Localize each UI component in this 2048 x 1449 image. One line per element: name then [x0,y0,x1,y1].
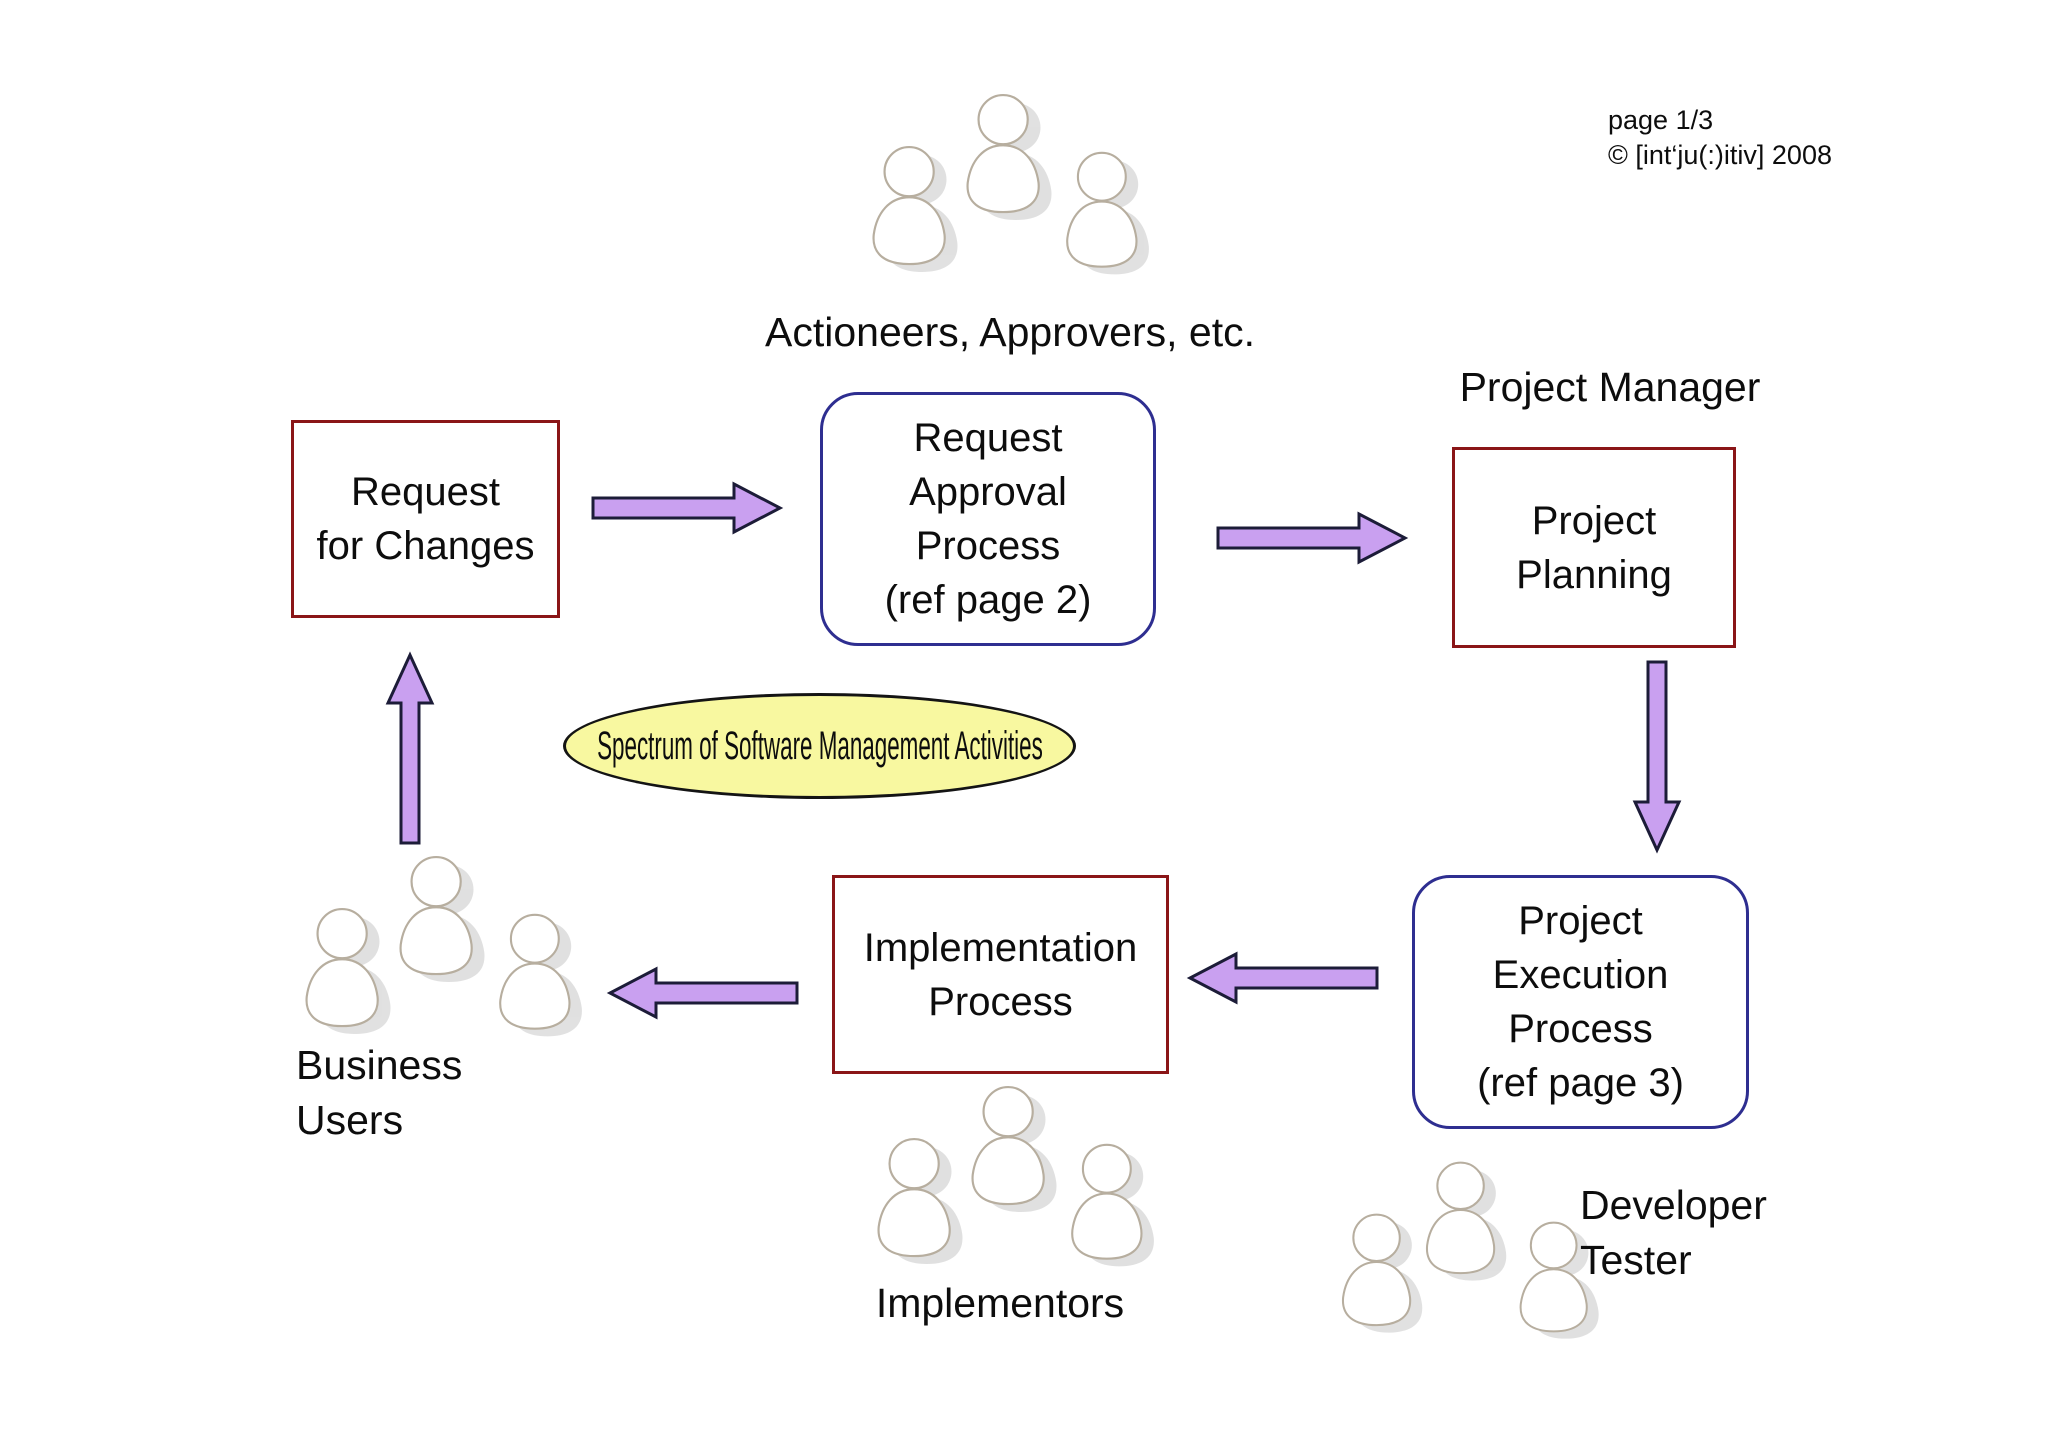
project-planning-node: Project Planning [1452,447,1736,648]
actioneers-label: Actioneers, Approvers, etc. [765,309,1255,355]
implementors-label: Implementors [875,1280,1125,1326]
arrow-business-users-to-request [385,651,435,845]
page-info: page 1/3 © [int‘ju(:)itiv] 2008 [1608,103,1832,173]
arrow-planning-to-execution [1632,660,1682,854]
request-approval-process-node: Request Approval Process (ref page 2) [820,392,1156,646]
spectrum-banner-text: Spectrum of Software Management Activiti… [596,723,1043,768]
spectrum-banner: Spectrum of Software Management Activiti… [563,693,1076,799]
people-icon-implementors [877,1085,1155,1268]
arrow-request-to-approval [591,481,784,535]
people-icon-actioneers [872,93,1150,276]
project-planning-text: Project Planning [1516,498,1672,597]
page-number: page 1/3 [1608,105,1714,135]
implementation-process-node: Implementation Process [832,875,1169,1074]
arrow-implementation-to-business-users [606,966,799,1020]
request-for-changes-text: Request for Changes [316,470,535,568]
arrow-approval-to-planning [1216,511,1409,565]
arrow-execution-to-implementation [1186,951,1379,1005]
project-manager-label: Project Manager [1459,364,1761,410]
request-approval-process-text: Request Approval Process (ref page 2) [884,416,1092,622]
business-users-label: Business Users [296,1042,463,1143]
request-for-changes-node: Request for Changes [291,420,560,618]
copyright: © [int‘ju(:)itiv] 2008 [1608,140,1832,170]
project-execution-process-node: Project Execution Process (ref page 3) [1412,875,1749,1129]
project-execution-process-text: Project Execution Process (ref page 3) [1477,899,1684,1105]
developer-tester-label: Developer Tester [1580,1182,1767,1283]
implementation-process-text: Implementation Process [863,925,1138,1024]
